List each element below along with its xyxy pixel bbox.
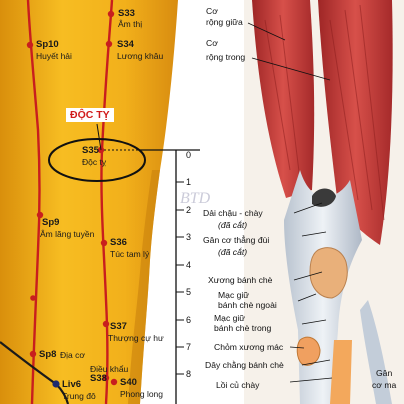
anatomy-leader-lines xyxy=(247,22,333,383)
doc-ty-callout: ĐỘC TỴ xyxy=(66,108,114,122)
anat-top-label-2: rộng giữa xyxy=(206,17,243,27)
point-name-s36: Túc tam lý xyxy=(110,249,150,259)
point-name-sp9: Âm lăng tuyền xyxy=(40,229,95,239)
point-dot-s33 xyxy=(107,10,115,18)
point-dot-sp10 xyxy=(26,41,34,49)
point-code-liv6: Liv6 xyxy=(62,379,82,390)
anat-label-rectus-tendon: Gân cơ thẳng đùi xyxy=(203,235,270,245)
point-code-sp9: Sp9 xyxy=(42,217,60,228)
ruler-tick-3: 3 xyxy=(186,232,192,242)
point-dot-liv6 xyxy=(52,380,60,388)
point-code-sp10: Sp10 xyxy=(36,39,59,50)
point-code-s34: S34 xyxy=(117,39,134,50)
lateral-tendon-right xyxy=(360,300,392,404)
point-dot-s34 xyxy=(105,40,113,48)
watermark-text: BTD xyxy=(180,190,211,207)
anat-label-iliotibial: Dải chậu - chày xyxy=(203,208,263,218)
anat-label-lat-retinaculum-1: Mạc giữ xyxy=(218,290,250,300)
point-name-s34: Lương khâu xyxy=(117,51,164,61)
point-code-sp8: Sp8 xyxy=(39,349,57,360)
anat-label-lat-retinaculum-2: bánh chè ngoài xyxy=(218,300,277,310)
measure-ruler xyxy=(140,149,200,404)
ruler-tick-7: 7 xyxy=(186,342,192,352)
leg-silhouette xyxy=(0,0,178,404)
anat-label-med-retinaculum-1: Mạc giữ xyxy=(214,313,246,323)
tibia-shaft xyxy=(330,340,352,404)
point-code-s37: S37 xyxy=(110,321,127,332)
point-name-s37: Thượng cự hư xyxy=(108,333,164,343)
fibula-head xyxy=(296,336,321,366)
anat-note-iliotibial: (đã cắt) xyxy=(218,220,248,230)
ruler-tick-0: 0 xyxy=(186,150,192,160)
stomach-meridian xyxy=(100,0,114,404)
muscle-fiber-lines xyxy=(264,4,385,221)
anat-label-patellar-ligament: Dây chằng bánh chè xyxy=(205,360,284,370)
point-name-sp8: Địa cơ xyxy=(60,350,85,360)
anat-top-label-3: Cơ xyxy=(206,38,218,48)
patella xyxy=(309,247,348,299)
point-dot-sp9 xyxy=(36,211,44,219)
anat-corner-label-2: cơ ma xyxy=(372,380,397,390)
point-dot-s40 xyxy=(110,378,118,386)
point-dot-extra xyxy=(30,295,36,301)
anat-label-med-retinaculum-2: bánh chè trong xyxy=(214,323,272,333)
point-dot-s37 xyxy=(102,320,110,328)
anat-note-rectus-tendon: (đã cắt) xyxy=(218,247,248,257)
point-dot-s36 xyxy=(100,239,108,247)
anat-label-patella: Xương bánh chè xyxy=(208,275,273,285)
anat-label-fibula-head: Chỏm xương mác xyxy=(214,342,284,352)
point-code-s36: S36 xyxy=(110,237,127,248)
point-name-s38: Điều khẩu xyxy=(90,364,129,374)
point-name-s35: Độc tỵ xyxy=(82,157,107,167)
ruler-tick-1: 1 xyxy=(186,177,192,187)
point-dot-sp8 xyxy=(29,350,37,358)
anat-top-label-4: rộng trong xyxy=(206,52,246,62)
point-name-liv6: Trung đô xyxy=(62,391,96,401)
doc-ty-ellipse xyxy=(48,138,146,182)
ruler-tick-4: 4 xyxy=(186,260,192,270)
spleen-meridian xyxy=(26,0,41,404)
cut-tendon-stub xyxy=(312,188,336,207)
point-dot-s38 xyxy=(102,374,110,382)
ruler-tick-6: 6 xyxy=(186,315,192,325)
anat-label-tibial-tuberosity: Lồi củ chày xyxy=(216,380,260,390)
ruler-tick-8: 8 xyxy=(186,369,192,379)
point-code-s35: S35 xyxy=(82,145,99,156)
point-name-sp10: Huyết hải xyxy=(36,51,72,61)
point-name-s40: Phong long xyxy=(120,389,164,399)
callout-leader xyxy=(96,123,102,151)
ruler-tick-2: 2 xyxy=(186,205,192,215)
point-code-s38: S38 xyxy=(90,373,107,384)
leg-shadow-edge xyxy=(128,170,160,404)
point-name-s33: Âm thị xyxy=(118,19,143,29)
anat-corner-label-1: Gân xyxy=(376,368,393,378)
point-code-s40: S40 xyxy=(120,377,137,388)
lateral-muscle xyxy=(252,0,315,198)
anat-top-label-1: Cơ xyxy=(206,6,218,16)
point-code-s33: S33 xyxy=(118,8,135,19)
ruler-tick-5: 5 xyxy=(186,287,192,297)
